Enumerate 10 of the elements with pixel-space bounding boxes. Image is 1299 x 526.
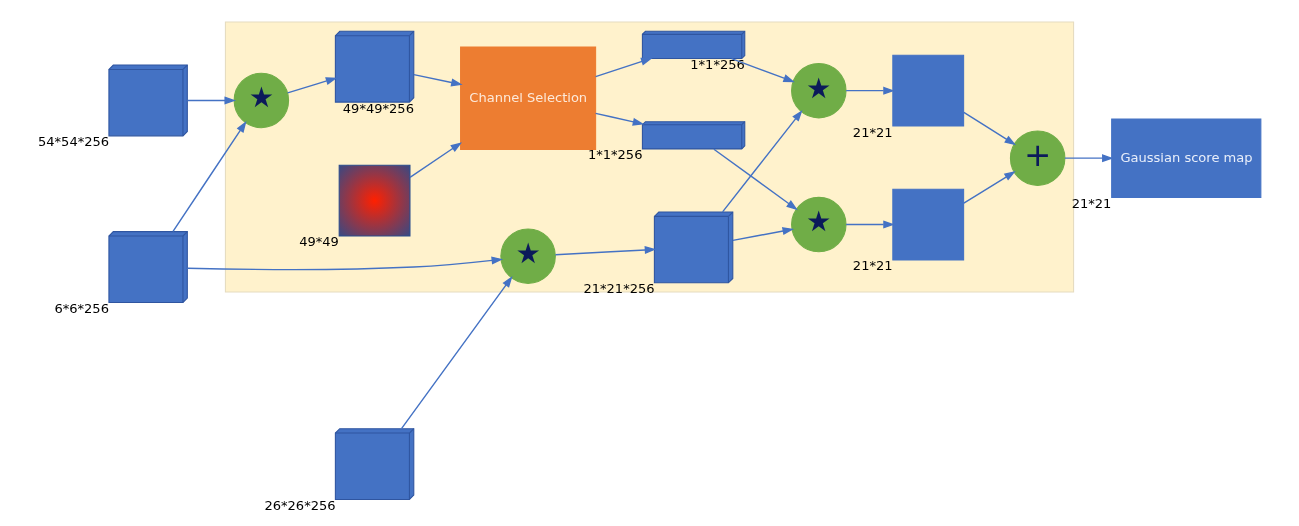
- node-label: 21*21: [852, 257, 893, 273]
- node-label: 26*26*256: [264, 497, 336, 513]
- node-label: 1*1*256: [690, 56, 745, 72]
- node-label: 49*49: [299, 233, 339, 249]
- node-label: 21*21*256: [583, 280, 655, 296]
- node-label: 21*21: [1071, 195, 1112, 211]
- node-label: 6*6*256: [54, 300, 109, 316]
- node-label: 21*21: [852, 123, 893, 139]
- node-label: 49*49*256: [342, 100, 414, 116]
- node-label: 54*54*256: [37, 133, 110, 149]
